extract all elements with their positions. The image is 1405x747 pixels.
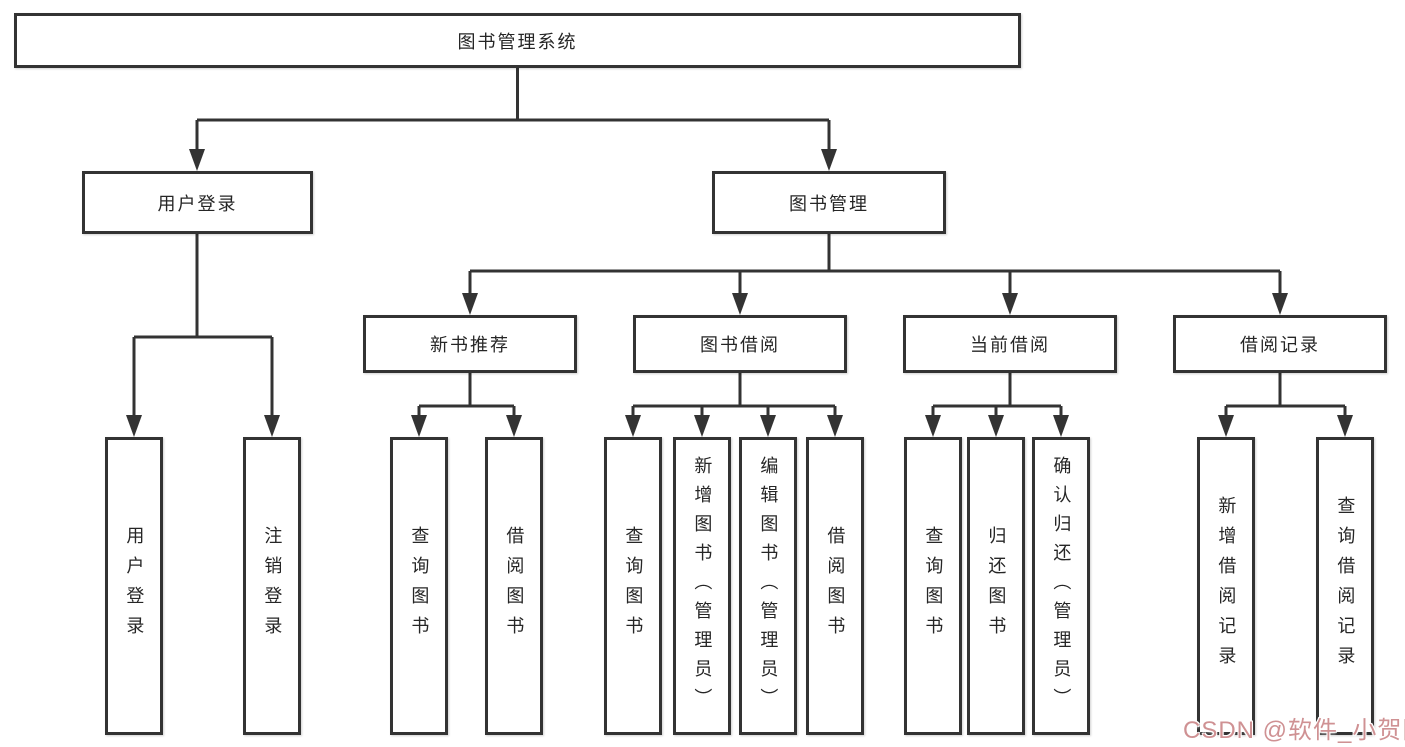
arrowhead — [1218, 415, 1234, 437]
leaf-edit-book-admin: 编辑图书（管理员） — [739, 437, 797, 735]
csdn-watermark: CSDN @软件_小贺同学 — [1183, 717, 1405, 744]
node-user-login: 用户登录 — [82, 171, 313, 234]
node-book-management: 图书管理 — [712, 171, 946, 234]
node-book-borrowing: 图书借阅 — [633, 315, 847, 373]
node-label: 确认归还（管理员） — [1051, 455, 1072, 717]
leaf-logout: 注销登录 — [243, 437, 301, 735]
arrowhead — [732, 293, 748, 315]
node-label: 查询图书 — [409, 526, 430, 646]
node-label: 图书借阅 — [700, 335, 780, 355]
arrowhead — [1337, 415, 1353, 437]
leaf-query-books-1: 查询图书 — [390, 437, 448, 735]
node-label: 借阅记录 — [1240, 335, 1320, 355]
node-label: 归还图书 — [986, 526, 1007, 646]
node-label: 新增借阅记录 — [1216, 496, 1237, 676]
node-label: 图书管理系统 — [457, 31, 578, 52]
arrowhead — [189, 149, 205, 171]
arrowhead — [827, 415, 843, 437]
leaf-query-books-3: 查询图书 — [904, 437, 962, 735]
arrowhead — [694, 415, 710, 437]
leaf-add-borrow-record: 新增借阅记录 — [1197, 437, 1255, 735]
arrowhead — [462, 293, 478, 315]
arrowhead — [264, 415, 280, 437]
node-label: 查询借阅记录 — [1335, 496, 1356, 676]
arrowhead — [625, 415, 641, 437]
node-label: 查询图书 — [923, 526, 944, 646]
arrowhead — [126, 415, 142, 437]
node-label: 用户登录 — [157, 193, 238, 214]
node-label: 借阅图书 — [504, 526, 525, 646]
node-label: 用户登录 — [124, 526, 145, 646]
leaf-query-books-2: 查询图书 — [604, 437, 662, 735]
arrowhead — [1053, 415, 1069, 437]
leaf-user-login: 用户登录 — [105, 437, 163, 735]
node-label: 新书推荐 — [430, 335, 510, 355]
node-label: 借阅图书 — [825, 526, 846, 646]
node-borrowing-records: 借阅记录 — [1173, 315, 1387, 373]
node-library-management-system: 图书管理系统 — [14, 13, 1021, 68]
leaf-return-book: 归还图书 — [967, 437, 1025, 735]
arrowhead — [925, 415, 941, 437]
arrowhead — [988, 415, 1004, 437]
arrowhead — [1272, 293, 1288, 315]
leaf-query-borrow-record: 查询借阅记录 — [1316, 437, 1374, 735]
arrowhead — [506, 415, 522, 437]
leaf-confirm-return-admin: 确认归还（管理员） — [1032, 437, 1090, 735]
leaf-borrow-books-2: 借阅图书 — [806, 437, 864, 735]
node-label: 查询图书 — [623, 526, 644, 646]
arrowhead — [760, 415, 776, 437]
leaf-add-book-admin: 新增图书（管理员） — [673, 437, 731, 735]
node-label: 编辑图书（管理员） — [758, 455, 779, 717]
node-current-borrowing: 当前借阅 — [903, 315, 1117, 373]
node-label: 当前借阅 — [970, 335, 1050, 355]
node-label: 新增图书（管理员） — [692, 455, 713, 717]
node-label: 图书管理 — [789, 193, 869, 214]
arrowhead — [1002, 293, 1018, 315]
leaf-borrow-books-1: 借阅图书 — [485, 437, 543, 735]
node-label: 注销登录 — [262, 526, 283, 646]
arrowhead — [411, 415, 427, 437]
arrowhead — [821, 149, 837, 171]
node-new-book-recommendation: 新书推荐 — [363, 315, 577, 373]
